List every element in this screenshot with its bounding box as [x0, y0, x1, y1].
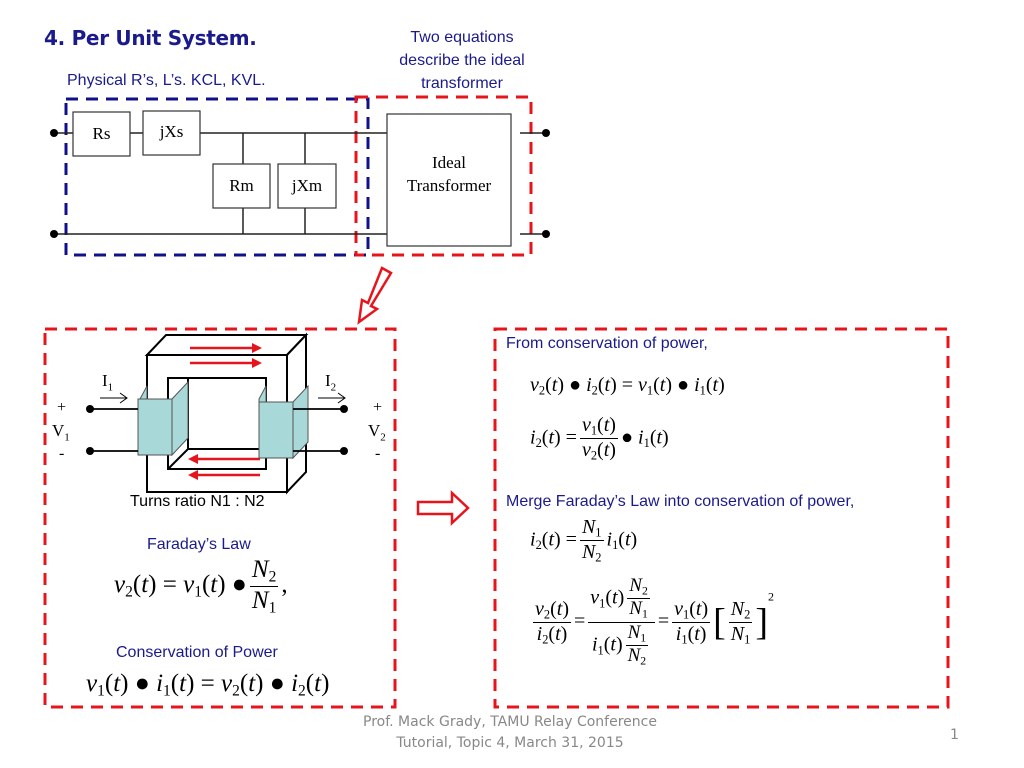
- v2-label: V2: [368, 421, 386, 443]
- jxs-block: [142, 110, 201, 156]
- jxs-label: jXs: [159, 122, 184, 141]
- turns-ratio-label: Turns ratio N1 : N2: [130, 493, 265, 510]
- ideal-transformer-label: Ideal Transformer: [387, 151, 511, 197]
- merge-heading: Merge Faraday’s Law into conservation of…: [506, 493, 855, 510]
- jxm-label: jXm: [291, 176, 323, 195]
- derivation-region-box: [493, 327, 950, 709]
- slide-title: 4. Per Unit System.: [44, 26, 257, 50]
- two-equations-note: Two equations describe the ideal transfo…: [374, 26, 550, 95]
- page-number: 1: [950, 727, 959, 743]
- v-symbol: V: [368, 421, 381, 440]
- rs-label: Rs: [92, 124, 111, 143]
- v-subscript: 2: [380, 431, 386, 444]
- v-subscript: 1: [64, 431, 70, 444]
- terminal-dot: [542, 230, 550, 238]
- i2-label: I2: [325, 371, 336, 393]
- rm-label: Rm: [229, 176, 254, 195]
- label-line: Transformer: [406, 176, 492, 195]
- physical-region-box: [64, 97, 370, 257]
- terminal-dot: [340, 447, 348, 455]
- secondary-coil: [258, 384, 309, 460]
- i-subscript: 1: [107, 381, 114, 394]
- conservation-equation: v1(t) ● i1(t) = v2(t) ● i2(t): [86, 670, 330, 700]
- footer-line: Tutorial, Topic 4, March 31, 2015: [396, 735, 624, 751]
- power-equation-2: i2(t) =v1(t)v2(t)● i1(t): [530, 414, 669, 464]
- physical-note: Physical R’s, L’s. KCL, KVL.: [67, 72, 266, 89]
- note-line: describe the ideal: [399, 52, 525, 69]
- ideal-transformer-block: [386, 113, 512, 247]
- footer-line: Prof. Mack Grady, TAMU Relay Conference: [363, 714, 657, 730]
- footer-text: Prof. Mack Grady, TAMU Relay Conference …: [340, 712, 680, 754]
- down-arrow-icon: [357, 266, 393, 325]
- rm-block: [212, 163, 271, 209]
- v1-label: V1: [52, 421, 70, 443]
- primary-coil: [137, 380, 189, 457]
- jxm-block: [277, 163, 337, 209]
- flux-arrows: [188, 343, 262, 480]
- label-line: Ideal: [432, 153, 466, 172]
- note-line: transformer: [421, 75, 503, 92]
- note-line: Two equations: [410, 29, 514, 46]
- ideal-region-box: [354, 95, 533, 257]
- v1-plus: +: [57, 399, 67, 416]
- v1-minus: -: [59, 445, 65, 462]
- terminal-dot: [50, 129, 58, 137]
- terminal-dot: [86, 447, 94, 455]
- current-arrows: [100, 392, 346, 404]
- i-symbol: I: [325, 371, 331, 390]
- terminal-dot: [50, 230, 58, 238]
- v-symbol: V: [52, 421, 65, 440]
- i1-label: I1: [102, 371, 113, 393]
- power-equation-1: v2(t) ● i2(t) = v1(t) ● i1(t): [530, 374, 725, 398]
- v2-minus: -: [375, 445, 381, 462]
- faraday-label: Faraday’s Law: [147, 536, 251, 553]
- rs-block: [72, 111, 131, 157]
- i-symbol: I: [102, 371, 108, 390]
- terminal-dot: [86, 405, 94, 413]
- i-subscript: 2: [330, 381, 337, 394]
- conservation-label: Conservation of Power: [116, 644, 278, 661]
- v2-plus: +: [373, 399, 383, 416]
- transformer-region-box: [43, 327, 397, 709]
- terminal-dot: [542, 129, 550, 137]
- power-heading: From conservation of power,: [506, 335, 708, 352]
- terminal-dot: [340, 405, 348, 413]
- right-arrow-icon: [416, 490, 470, 526]
